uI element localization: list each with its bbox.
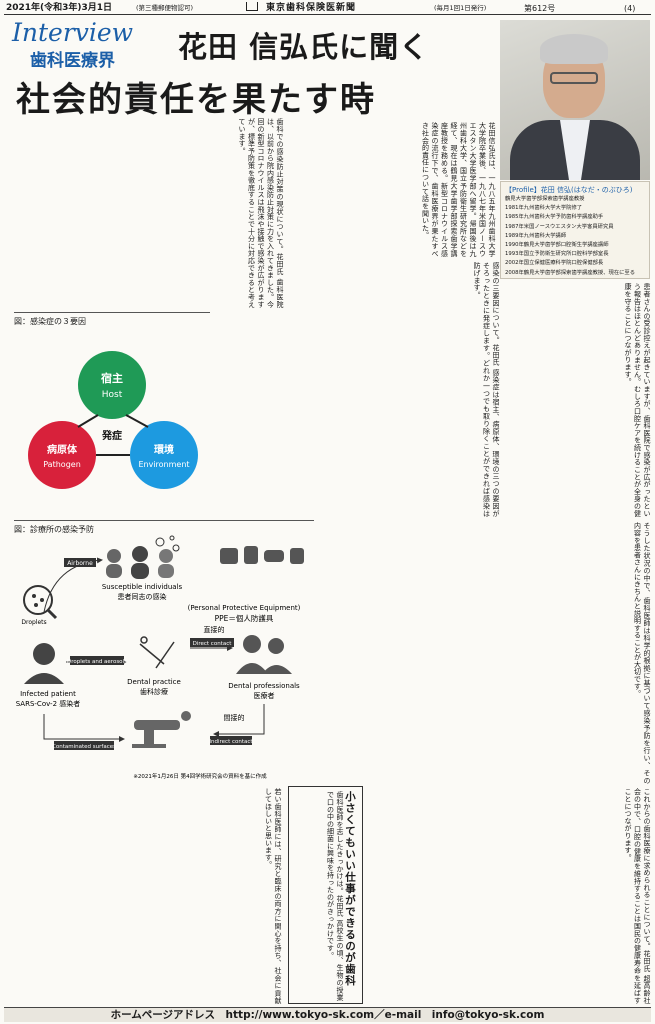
- divider: [14, 312, 210, 313]
- sub-article-heading: 小さくてもいい仕事ができるのが歯科: [344, 791, 356, 987]
- postal-class: (第三種郵便物認可): [136, 4, 194, 12]
- dental-practice-label-en: Dental practice: [127, 678, 181, 686]
- susceptible-people-icon: [106, 546, 174, 579]
- interviewee-heading: 花田 信弘氏に聞く: [178, 30, 430, 64]
- environment-label: 環境: [154, 443, 174, 456]
- professionals-label-ja: 医療者: [254, 691, 275, 700]
- article-column: 患者さんの受診控えが起きていますが、歯科医院で感染が広がったという報告はほとんど…: [624, 283, 651, 517]
- professionals-label-en: Dental professionals: [228, 682, 300, 690]
- issue-number: 第612号: [524, 4, 556, 13]
- article-column: これからの歯科医療に求められることについて。花田氏 超高齢社会の中で、口腔の健康…: [624, 788, 651, 1004]
- infected-label-en: Infected patient: [20, 690, 76, 698]
- article-column: 歯科での感染防止対策の現状について。花田氏 歯科医院は、以前から院内感染防止対策…: [238, 118, 284, 308]
- article-column: 感染の三要因について。花田氏 感染症は宿主、病原体、環境の三つの要因がそろったと…: [473, 262, 500, 517]
- ppe-label-ja: PPE＝個人防護具: [215, 613, 274, 623]
- onset-label: 発症: [101, 429, 122, 442]
- profile-line: 1985年九州歯科大学予防歯科学講座助手: [505, 214, 604, 221]
- susceptible-label-en: Susceptible individuals: [102, 583, 183, 591]
- profile-line: 1987年米国ノースウエスタン大学客員研究員: [505, 223, 614, 230]
- infection-factors-diagram: 宿主 Host 病原体 Pathogen 環境 Environment 発症: [28, 351, 198, 489]
- newspaper-name: 東京歯科保険医新聞: [266, 3, 357, 13]
- airborne-label: Airborne: [67, 560, 93, 567]
- sub-article-box: 小さくてもいい仕事ができるのが歯科 歯科医師を志したきっかけは。花田氏 高校生の…: [288, 786, 363, 1004]
- magnifier-icon: [23, 585, 58, 620]
- profile-line: 2002年国立保健医療科学院口腔保健部長: [505, 260, 604, 267]
- profile-line: 鶴見大学歯学部探索歯学講座教授: [505, 196, 585, 202]
- sub-article-text: 歯科医師を志したきっかけは。花田氏 高校生の頃、生物の授業で口の中の細菌に興味を…: [326, 791, 345, 1001]
- article-column: 若い歯科医師には、研究と臨床の両方に関心を持ち、社会に貢献してほしいと思います。: [264, 788, 283, 1004]
- article-title: 社会的責任を果たす時: [16, 80, 376, 120]
- footer-contact: ホームページアドレス http://www.tokyo-sk.com／e-mai…: [4, 1007, 651, 1022]
- divider: [14, 520, 314, 521]
- newspaper-logo-icon: [246, 2, 258, 11]
- figure2-title: 図：診療所の感染予防: [14, 525, 94, 534]
- infected-label-ja: SARS-Cov-2 感染者: [16, 699, 81, 708]
- ppe-icon: [220, 546, 304, 564]
- pathogen-label: 病原体: [47, 443, 78, 456]
- profile-line: 1989年九州歯科大学講師: [505, 232, 567, 239]
- article-column: そうした状況の中で、歯科医師は科学的根拠に基づいて感染予防を行い、その内容を患者…: [633, 522, 652, 784]
- interview-label: Interview: [12, 18, 134, 47]
- issue-date: 2021年(令和3年)3月1日: [6, 3, 113, 13]
- host-circle: [78, 351, 146, 419]
- dental-chair-icon: [132, 711, 191, 748]
- profile-line: 2008年鶴見大学歯学部探索歯学講座教授、現在に至る: [505, 269, 636, 276]
- susceptible-label-ja: 患者同志の感染: [118, 592, 167, 601]
- profile-box: 【Profile】花田 信弘(はなだ・のぶひろ) 鶴見大学歯学部探索歯学講座教授…: [500, 181, 650, 279]
- publication-frequency: (毎月1回1日発行): [434, 4, 487, 12]
- indirect-contact-label-ja: 間接的: [224, 713, 245, 722]
- lead-paragraph: 花田信弘氏は、一九八五年九州歯科大学大学院卒業後、一九八七年米国ノースウエスタン…: [421, 122, 497, 257]
- figure-source-note: ※2021年1月26日 第4回学術研究会の資料を基に作成: [133, 772, 267, 780]
- direct-contact-label-en: Direct contact: [193, 641, 233, 647]
- contaminated-surfaces-label: Contaminated surfaces: [52, 744, 116, 750]
- profile-heading: 【Profile】花田 信弘(はなだ・のぶひろ): [505, 186, 633, 194]
- profile-line: 1993年国立予防衛生研究所口腔科学部室長: [505, 251, 609, 258]
- profile-line: 1981年九州歯科大学大学院修了: [505, 205, 583, 212]
- virus-icon: [155, 535, 180, 552]
- figure1-title: 図：感染症の３要因: [14, 317, 86, 326]
- profile-line: 1990年鶴見大学歯学部口腔衛生学講座講師: [505, 242, 609, 249]
- host-label-en: Host: [102, 390, 123, 400]
- series-title: 歯科医療界: [30, 51, 115, 71]
- host-label: 宿主: [101, 371, 123, 385]
- indirect-contact-label-en: Indirect contact: [209, 739, 253, 745]
- direct-contact-label-ja: 直接的: [204, 625, 225, 634]
- infected-patient-icon: [24, 643, 64, 684]
- clinic-infection-prevention-diagram: Susceptible individuals 患者同志の感染 Airborne…: [16, 535, 304, 780]
- droplets-aerosols-label: Droplets and aerosols: [67, 659, 127, 665]
- dental-tools-icon: [139, 636, 175, 669]
- ppe-label-en: (Personal Protective Equipment): [188, 604, 301, 612]
- environment-label-en: Environment: [138, 460, 189, 469]
- dental-practice-label-ja: 歯科診療: [140, 687, 168, 696]
- portrait-photo: [500, 20, 650, 180]
- droplets-label: Droplets: [21, 619, 46, 626]
- masthead: 2021年(令和3年)3月1日 (第三種郵便物認可) 東京歯科保険医新聞 (毎月…: [4, 2, 651, 15]
- page-number: (4): [624, 4, 636, 13]
- pathogen-circle: [28, 421, 96, 489]
- environment-circle: [130, 421, 198, 489]
- dental-professionals-icon: [236, 635, 292, 674]
- pathogen-label-en: Pathogen: [43, 460, 81, 469]
